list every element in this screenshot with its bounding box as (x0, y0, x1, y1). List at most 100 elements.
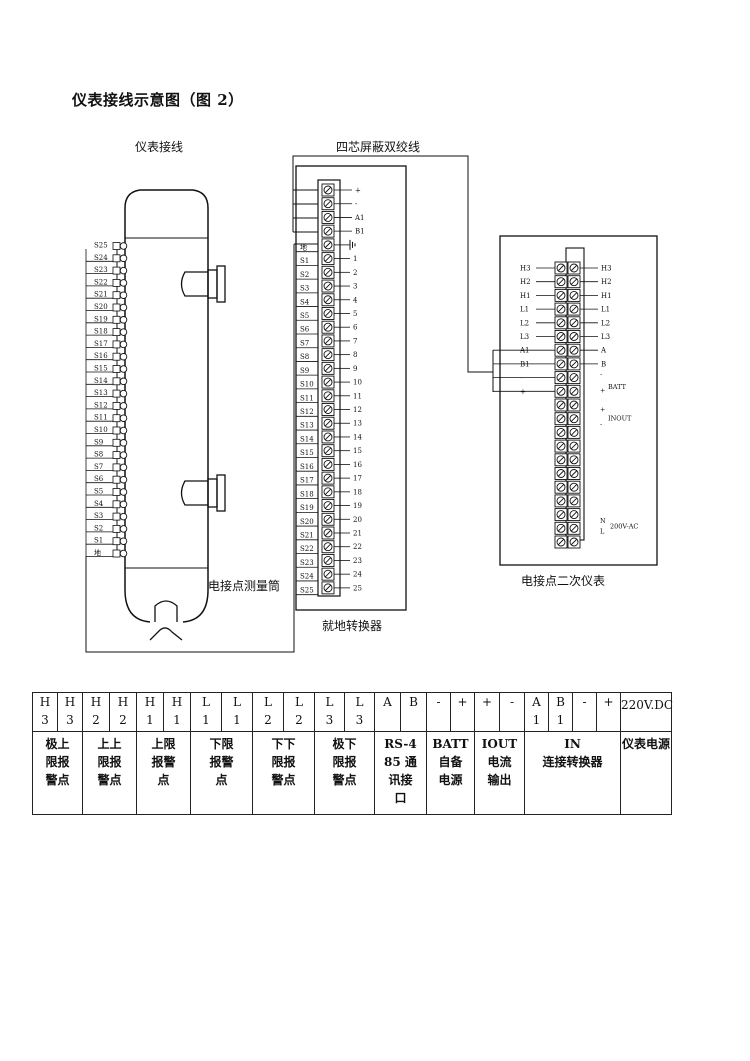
screw-terminal (321, 485, 335, 499)
terminal-code-text: 1 (233, 713, 241, 727)
wiring-diagram: S25S24S23S22S21S20S19S18S17S16S15S14S13S… (85, 139, 658, 653)
screw-terminal (321, 403, 335, 416)
secondary-right-terminal: L3 (580, 333, 610, 341)
label-shielded-cable: 四芯屏蔽双绞线 (336, 139, 420, 154)
converter-input-label: S19 (300, 504, 314, 512)
screw-terminal (554, 494, 568, 508)
terminal-description-text: IN (564, 737, 581, 751)
cylinder-contact-label: S25 (94, 242, 108, 250)
terminal-description-text: 上限 (151, 737, 176, 751)
screw-terminal (554, 316, 568, 330)
converter-number-label: 2 (353, 269, 357, 277)
terminal-code-cell: + (474, 692, 500, 732)
secondary-left-label: H2 (520, 278, 531, 286)
terminal-description-text: IOUT (481, 737, 518, 751)
converter-number-label: 12 (353, 406, 362, 414)
cylinder-contact-label: S23 (94, 266, 108, 274)
terminal-description-text: 限报 (45, 755, 70, 769)
terminal-code-cell: B (400, 692, 427, 732)
screw-terminal (554, 261, 568, 275)
secondary-right-label: L3 (601, 333, 610, 341)
screw-terminal (321, 553, 335, 567)
terminal-code-text: L (325, 695, 334, 709)
cylinder-contact-label: S17 (94, 340, 108, 348)
screw-terminal (567, 330, 581, 343)
secondary-right-terminal: - (600, 371, 602, 379)
converter-number-label: 13 (353, 420, 362, 428)
screw-terminal (567, 453, 581, 467)
screw-terminal (567, 384, 581, 398)
secondary-right-label: A (600, 347, 607, 355)
screw-terminal (321, 265, 335, 279)
secondary-right-label: H3 (601, 265, 612, 273)
cylinder-contact: S9 (86, 438, 128, 447)
secondary-right-label: + (600, 386, 605, 394)
terminal-description-cell: 仪表电源 (620, 731, 672, 815)
screw-terminal (321, 279, 335, 293)
page-title: 仪表接线示意图（图 2） (72, 91, 244, 109)
terminal-description-text: 连接转换器 (542, 755, 603, 769)
secondary-left-terminal: H3 (520, 265, 555, 273)
secondary-left-terminal: H1 (520, 292, 555, 300)
converter-input-label: S21 (300, 532, 314, 540)
screw-terminal (567, 398, 581, 412)
secondary-right-terminal: + (600, 386, 605, 394)
secondary-left-label: - (520, 374, 523, 382)
shielded-cable-wire (292, 155, 494, 392)
converter-number-label: 16 (353, 461, 362, 469)
screw-terminal (321, 567, 335, 581)
secondary-left-terminal: L3 (520, 333, 555, 341)
cylinder-contact: S4 (86, 500, 128, 509)
screw-terminal (554, 508, 568, 522)
terminal-code-text: B (556, 695, 565, 709)
secondary-right-terminal: L (600, 527, 605, 535)
screw-terminal (567, 535, 581, 549)
converter-input-label: S20 (300, 518, 314, 526)
secondary-right-label: H1 (601, 292, 612, 300)
screw-terminal (567, 467, 581, 480)
screw-terminal (567, 508, 581, 522)
converter-input-label: S15 (300, 449, 314, 457)
secondary-right-terminal: L2 (580, 319, 610, 327)
cylinder-to-converter-wire (85, 243, 318, 653)
converter-number-label: 1 (353, 255, 357, 263)
cylinder-contact: S17 (86, 340, 128, 349)
secondary-right-label: INOUT (608, 414, 632, 422)
cylinder-contact-label: S14 (94, 377, 108, 385)
converter-number-label: 25 (353, 584, 362, 592)
cylinder-contact: S14 (86, 377, 128, 386)
terminal-code-text: + (457, 695, 468, 709)
screw-terminal (321, 348, 335, 362)
screw-terminal (321, 224, 335, 238)
converter-number-label: 19 (353, 502, 362, 510)
converter-number-label: 14 (353, 433, 362, 441)
secondary-left-label: H1 (520, 292, 531, 300)
secondary-left-terminal: L2 (520, 319, 555, 327)
converter-input-row: S19 19 (296, 502, 362, 513)
terminal-code-text: H (39, 695, 51, 709)
screw-terminal (554, 275, 568, 289)
terminal-description-text: 点 (157, 773, 170, 787)
secondary-right-label: + (600, 405, 605, 413)
cylinder-contact: S22 (86, 278, 128, 287)
secondary-left-terminal: A1 (493, 347, 555, 355)
screw-terminal (567, 302, 581, 316)
screw-terminal (567, 480, 581, 494)
secondary-right-terminal: H2 (580, 278, 612, 286)
converter-input-label: S11 (300, 394, 314, 402)
terminal-description-text: 极下 (332, 737, 357, 751)
terminal-description-text: 报警 (209, 755, 234, 769)
converter-number-label: 8 (353, 351, 357, 359)
